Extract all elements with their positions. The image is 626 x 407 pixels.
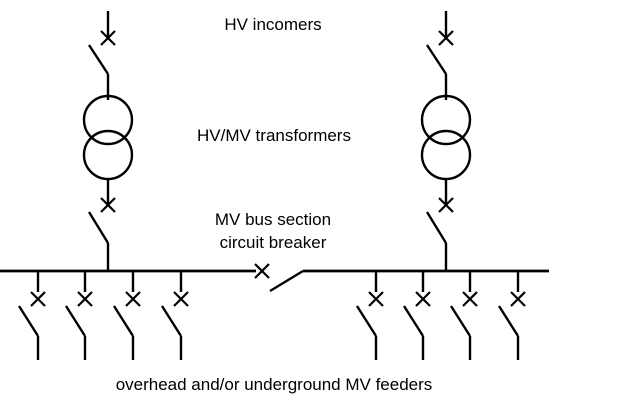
transformer-icon (82, 94, 134, 181)
circuit-breaker-icon (254, 263, 270, 279)
label-feeders: overhead and/or underground MV feeders (116, 375, 433, 394)
bus-section-disconnector-blade (269, 269, 304, 293)
disconnector-blade (87, 211, 110, 244)
disconnector-blade (425, 44, 448, 75)
label-transformers: HV/MV transformers (197, 126, 351, 145)
disconnector-blade (425, 211, 448, 244)
feeder (402, 271, 431, 360)
circuit-breaker-icon (100, 197, 116, 213)
feeder (449, 271, 478, 360)
feeder (64, 271, 93, 360)
right-incomer (420, 11, 472, 271)
label-bus-section-line1: MV bus section (215, 210, 331, 229)
right-feeders (355, 271, 526, 360)
bus-section-breaker (254, 263, 304, 293)
disconnector-blade (87, 44, 110, 75)
feeder (497, 271, 526, 360)
left-feeders (17, 271, 189, 360)
feeder (355, 271, 384, 360)
feeder (112, 271, 141, 360)
circuit-breaker-icon (438, 30, 454, 46)
left-incomer (82, 11, 134, 271)
circuit-breaker-icon (438, 197, 454, 213)
transformer-icon (420, 94, 472, 181)
circuit-breaker-icon (100, 30, 116, 46)
label-hv-incomers: HV incomers (224, 15, 321, 34)
feeder (17, 271, 46, 360)
feeder (160, 271, 189, 360)
label-bus-section-line2: circuit breaker (220, 233, 327, 252)
